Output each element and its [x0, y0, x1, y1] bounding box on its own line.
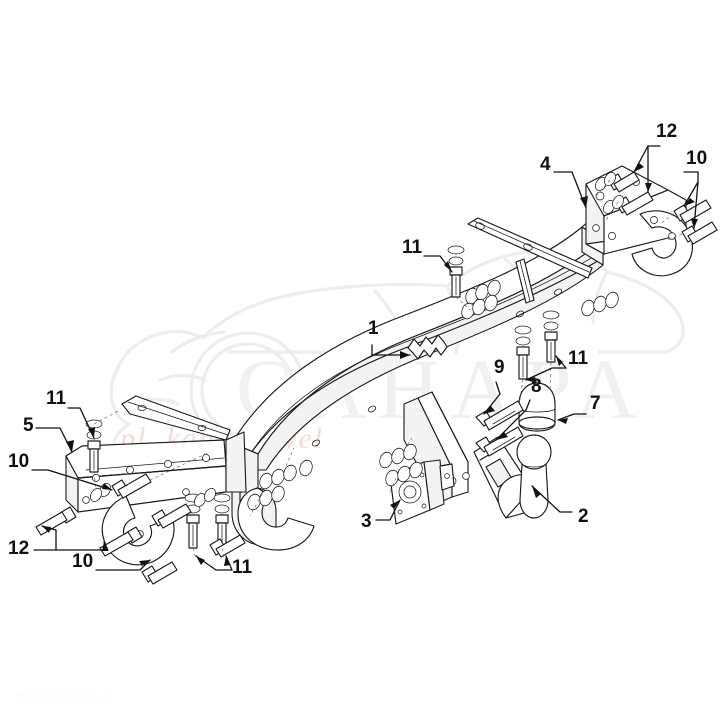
hardware-cluster-socket	[379, 443, 423, 487]
leader-lines	[31, 145, 699, 571]
callout-10-left-upper: 10	[8, 451, 29, 472]
callout-8: 8	[531, 376, 542, 397]
callout-11-bottom: 11	[232, 557, 253, 578]
corner-code-watermark: 8170650013	[16, 688, 109, 705]
callout-12-left: 12	[8, 538, 29, 559]
callout-7: 7	[590, 393, 601, 414]
hardware-cluster-top	[461, 279, 619, 320]
callout-11-left: 11	[46, 388, 67, 409]
bolt-set-10-left-upper	[35, 473, 152, 536]
callout-9: 9	[494, 357, 505, 378]
callout-12-right: 12	[656, 121, 677, 142]
callout-2: 2	[578, 506, 589, 527]
bolt-set-11-top	[447, 245, 465, 298]
callout-11-top: 11	[402, 237, 423, 258]
callout-4: 4	[540, 154, 551, 175]
callout-labels: 1 2 3 4 5 7 8 9 10 10 10 11 11 11 11 12 …	[8, 121, 707, 578]
callout-10-left-lower: 10	[72, 551, 93, 572]
bolt-set-12-right	[595, 171, 654, 216]
callout-5: 5	[23, 415, 34, 436]
callout-3: 3	[361, 511, 372, 532]
bolt-set-10-left-lower	[141, 534, 246, 585]
pivot-bolt-part-9	[475, 400, 524, 431]
callout-10-right: 10	[686, 148, 707, 169]
upper-support-arm	[467, 217, 593, 304]
callout-11-right: 11	[568, 348, 589, 369]
bolt-set-11-bottom	[184, 493, 231, 549]
hardware-cluster-bottom-left	[247, 459, 313, 511]
ball-cover-cap-part-7	[518, 382, 556, 432]
assembly-guide-lines	[93, 179, 683, 561]
bolt-set-11-right	[514, 310, 560, 380]
pivot-bolt-part-8	[475, 426, 524, 457]
callout-1: 1	[368, 318, 379, 339]
